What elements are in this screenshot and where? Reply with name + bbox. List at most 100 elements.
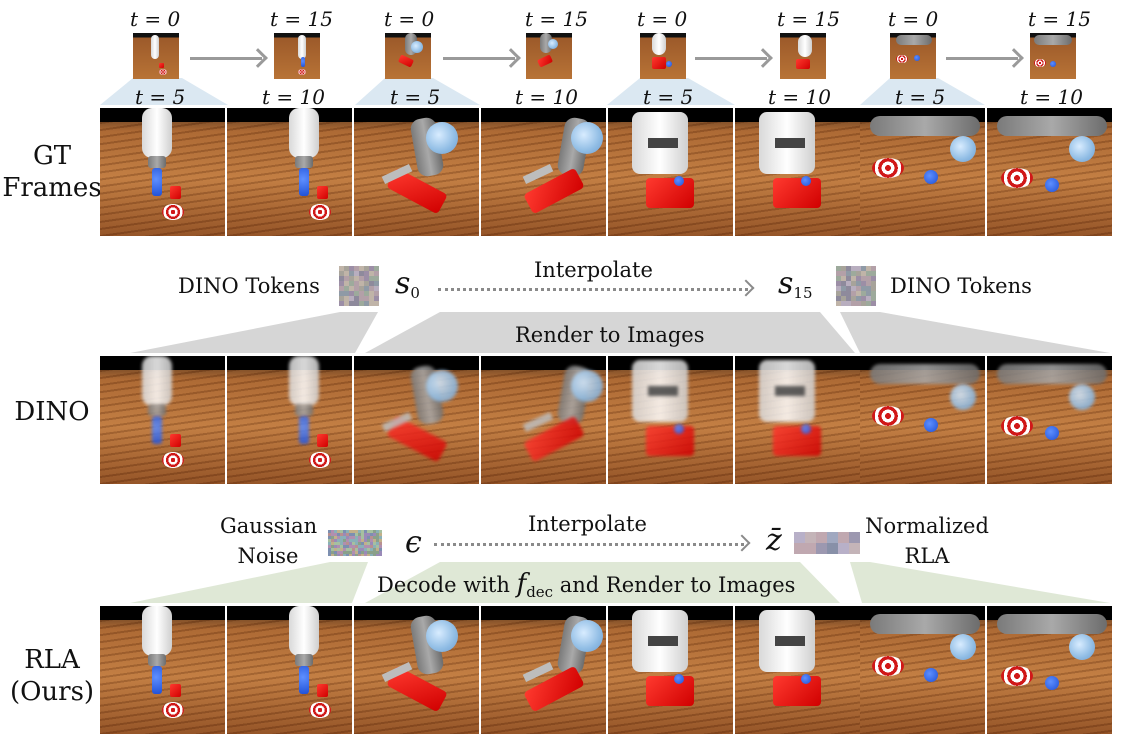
token-cell [361,533,364,536]
token-cell [364,301,369,306]
token-cell [339,276,344,281]
token-cell [376,536,379,539]
token-cell [349,551,352,554]
token-cell [346,551,349,554]
token-cell [349,548,352,551]
token-cell [841,296,846,301]
rla-noise-line1: Gaussian [220,514,318,538]
token-cell [836,276,841,281]
token-cell [358,536,361,539]
token-cell [838,543,849,554]
token-cell [334,533,337,536]
token-cell [331,548,334,551]
token-cell [866,276,871,281]
gt-frame-4 [481,108,606,236]
rla-fan-mid [365,562,840,603]
token-cell [379,542,382,545]
rla-frame-7 [860,606,985,734]
token-cell [871,281,876,286]
token-cell [373,539,376,542]
token-cell [841,276,846,281]
token-cell [374,301,379,306]
time-arrow-4 [946,57,1018,60]
token-cell [373,536,376,539]
token-cell [370,530,373,533]
token-cell [355,536,358,539]
token-cell [849,532,860,543]
token-cell [337,551,340,554]
token-cell [856,291,861,296]
time-label-t10-2: t = 10 [515,85,578,109]
token-cell [340,539,343,542]
rla-end-symbol: z̄ [766,523,782,558]
gt-frame-1 [100,108,225,236]
token-cell [328,548,331,551]
time-label-t10-1: t = 10 [262,85,325,109]
token-cell [846,276,851,281]
token-cell [359,276,364,281]
rla-interpolate-label: Interpolate [528,512,647,536]
token-cell [841,266,846,271]
token-cell [367,539,370,542]
token-cell [364,545,367,548]
time-label-t15-3: t = 15 [777,7,840,31]
token-cell [836,301,841,306]
token-cell [355,551,358,554]
token-cell [355,545,358,548]
token-cell [358,530,361,533]
token-cell [358,551,361,554]
token-cell [352,548,355,551]
token-cell [379,530,382,533]
token-cell [367,548,370,551]
token-cell [376,542,379,545]
token-cell [361,542,364,545]
time-label-t15-1: t = 15 [270,7,333,31]
dino-frame-6 [735,356,860,484]
time-arrow-1 [190,57,262,60]
token-cell [836,291,841,296]
token-cell [379,551,382,554]
token-cell [374,271,379,276]
token-cell [364,291,369,296]
token-cell [827,532,838,543]
token-cell [334,548,337,551]
token-cell [344,291,349,296]
token-cell [331,551,334,554]
token-cell [370,536,373,539]
rla-frame-2 [227,606,352,734]
token-cell [331,530,334,533]
token-cell [349,291,354,296]
rla-normalized-label: Normalized RLA [862,514,992,568]
token-cell [370,551,373,554]
dino-frame-1 [100,356,225,484]
gt-fan-4 [860,78,985,105]
token-cell [871,291,876,296]
token-cell [851,271,856,276]
gt-fan-1 [100,78,228,105]
token-cell [354,296,359,301]
token-cell [349,266,354,271]
token-cell [361,554,364,556]
token-cell [328,551,331,554]
token-cell [851,291,856,296]
token-cell [861,296,866,301]
token-cell [349,536,352,539]
token-cell [340,542,343,545]
token-cell [364,271,369,276]
dino-fan-mid [365,312,855,353]
token-cell [846,281,851,286]
token-cell [866,271,871,276]
token-cell [846,291,851,296]
token-cell [841,271,846,276]
token-cell [359,286,364,291]
time-label-t10-3: t = 10 [768,85,831,109]
token-cell [851,286,856,291]
token-cell [328,533,331,536]
gaussian-noise-grid [328,530,382,556]
token-cell [346,542,349,545]
thumb-scene4-end [1030,33,1076,79]
gt-frame-6 [735,108,860,236]
token-cell [836,296,841,301]
token-cell [358,554,361,556]
token-cell [373,533,376,536]
